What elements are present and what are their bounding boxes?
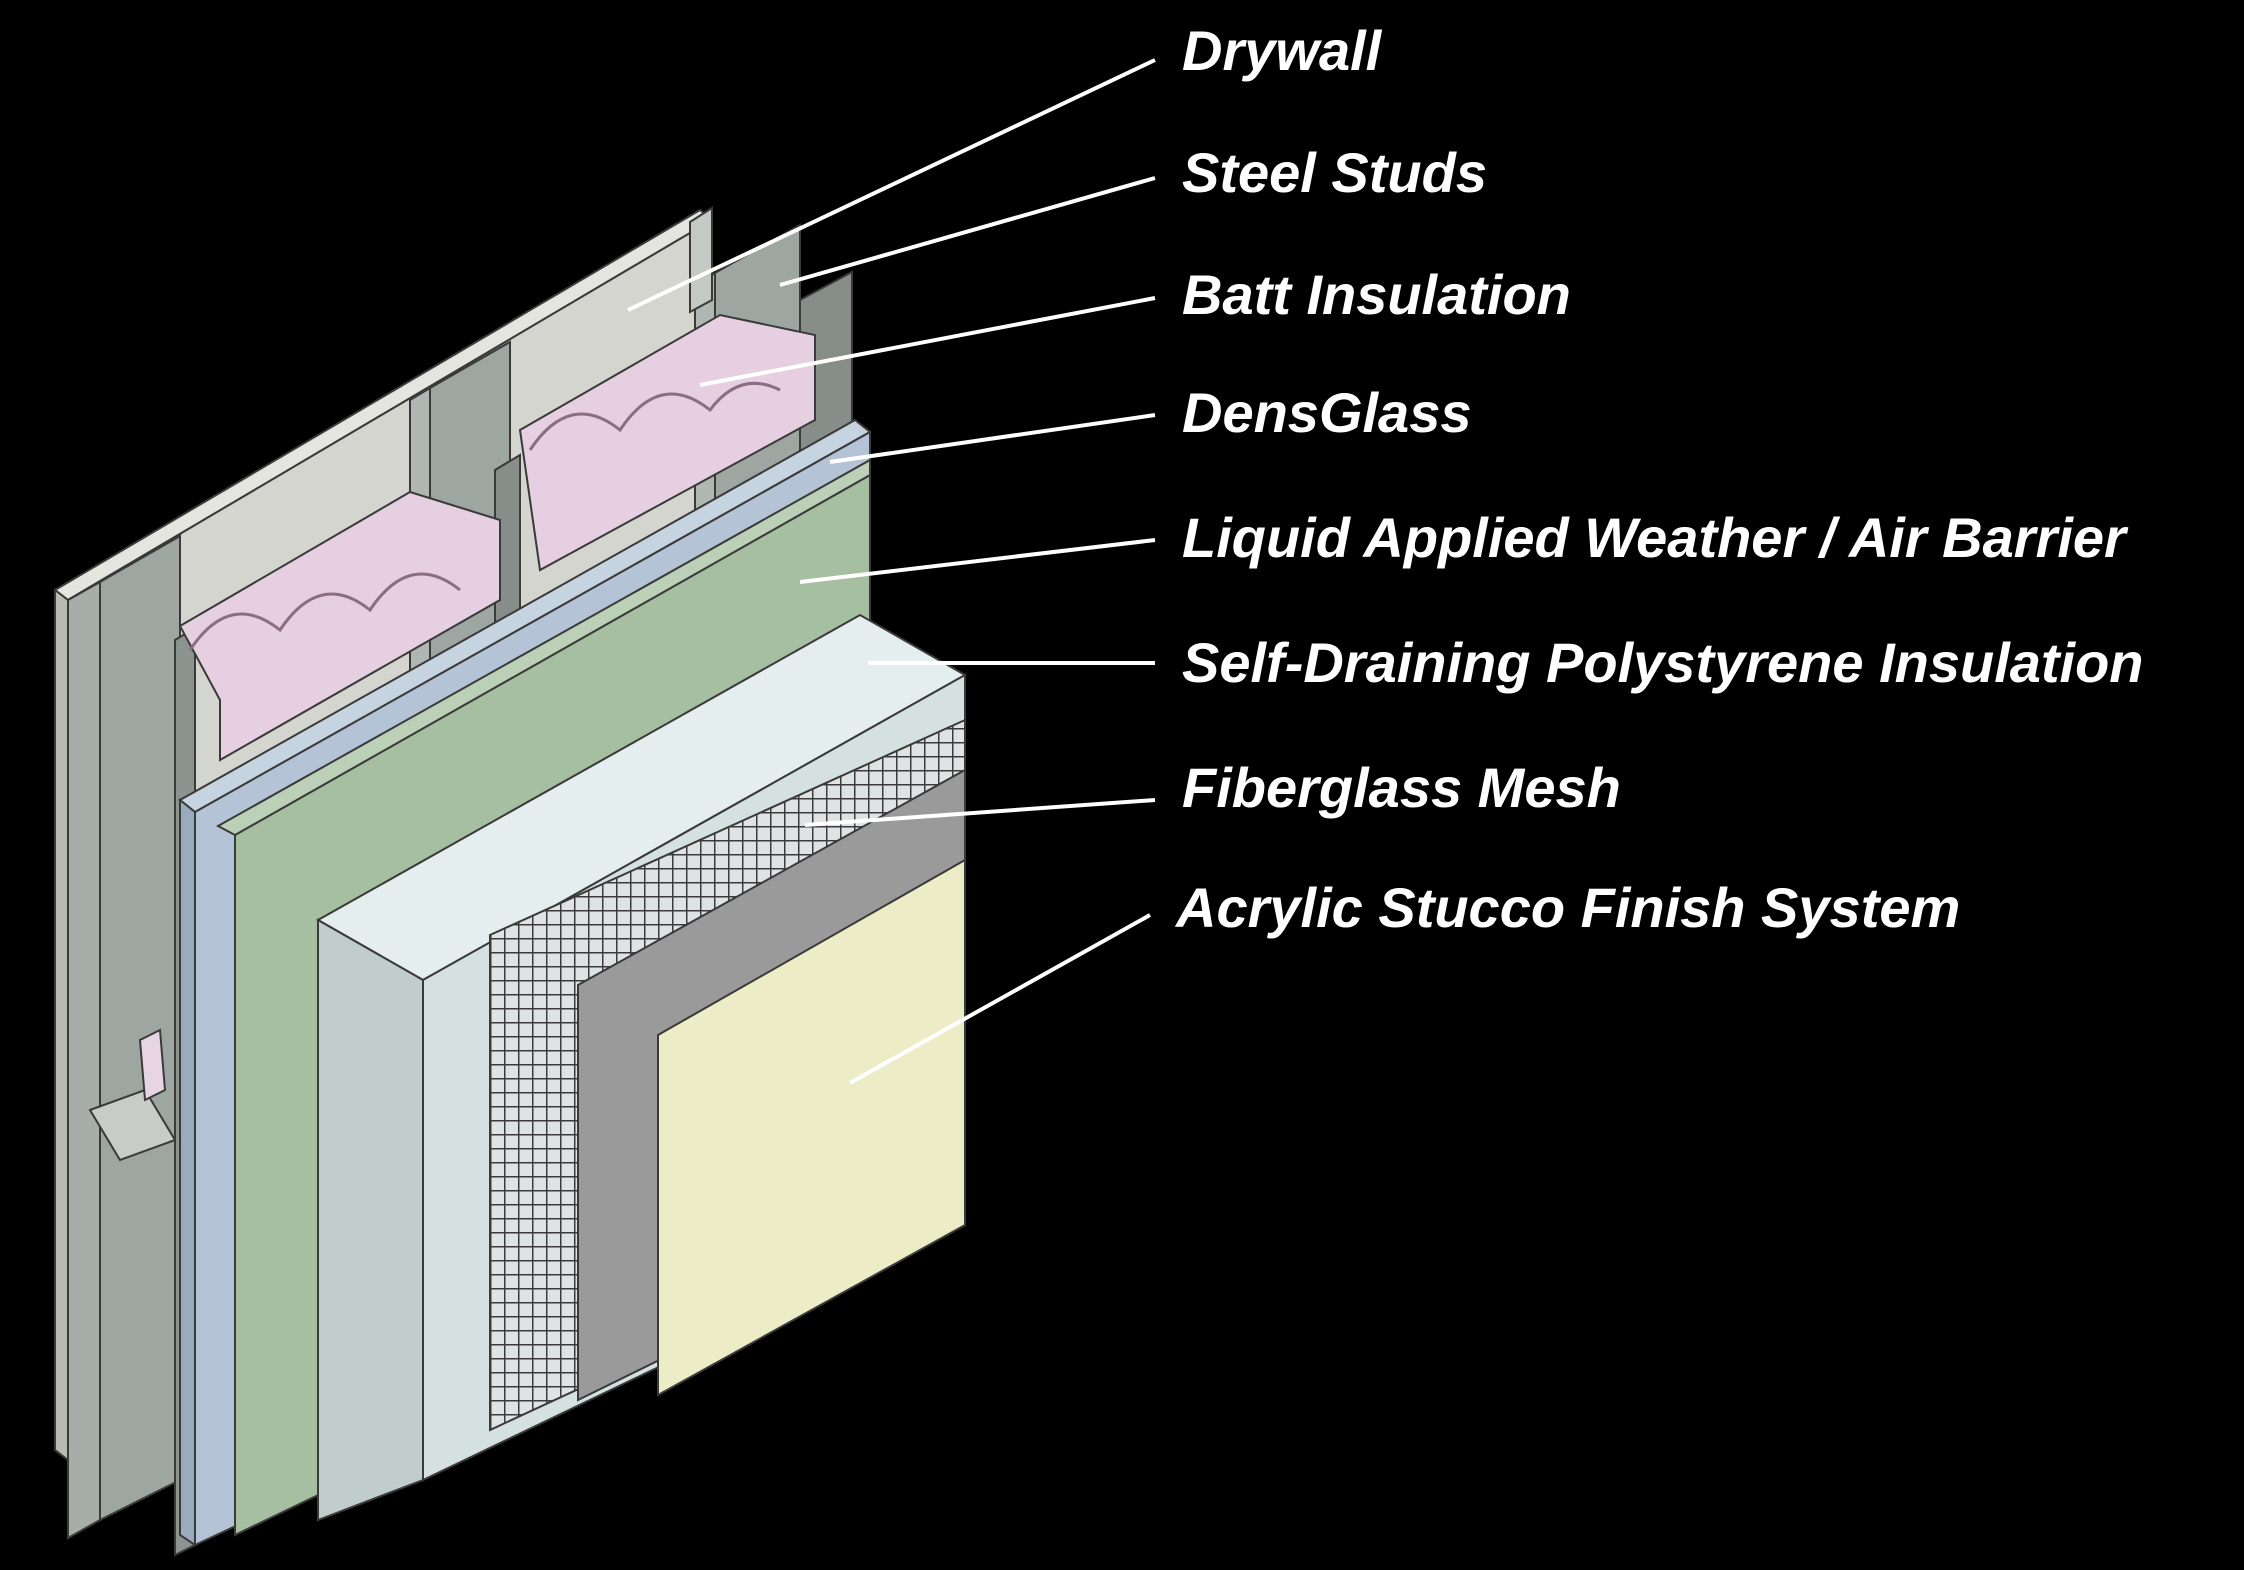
label-batt-insulation: Batt Insulation: [1182, 263, 1571, 326]
label-drywall: Drywall: [1182, 19, 1383, 82]
drywall-side-edge: [54, 587, 69, 1463]
bracket-clip: [88, 1088, 177, 1162]
densglass-side: [179, 797, 196, 1547]
label-polystyrene: Self-Draining Polystyrene Insulation: [1182, 631, 2144, 694]
leader-stucco-finish: [849, 913, 1151, 1085]
leader-batt-insulation: [699, 296, 1156, 387]
label-weather-barrier: Liquid Applied Weather / Air Barrier: [1182, 506, 2129, 569]
polystyrene-side: [317, 918, 424, 1522]
end-stud-flange: [99, 534, 181, 1522]
leader-fiberglass-mesh: [804, 798, 1156, 827]
bracket-clip-slot: [138, 1028, 167, 1102]
leader-lines: [627, 58, 1156, 1085]
label-stucco-finish: Acrylic Stucco Finish System: [1174, 876, 1960, 939]
label-fiberglass-mesh: Fiberglass Mesh: [1182, 756, 1621, 819]
leader-weather-barrier: [799, 538, 1156, 584]
end-stud-web: [67, 580, 101, 1540]
stucco-finish-layer: [657, 858, 966, 1397]
leader-drywall: [627, 58, 1156, 312]
top-track-stud: [689, 206, 713, 314]
label-densglass: DensGlass: [1182, 381, 1472, 444]
leader-densglass: [829, 413, 1156, 464]
layer-labels: Drywall Steel Studs Batt Insulation Dens…: [1174, 19, 2144, 939]
stucco-finish-face: [657, 858, 966, 1397]
label-steel-studs: Steel Studs: [1182, 141, 1487, 204]
batt-insulation-coils: [188, 381, 781, 651]
batt-insulation-cavity-left: [178, 490, 501, 762]
leader-steel-studs: [779, 176, 1156, 287]
weather-barrier-edge: [215, 458, 871, 837]
